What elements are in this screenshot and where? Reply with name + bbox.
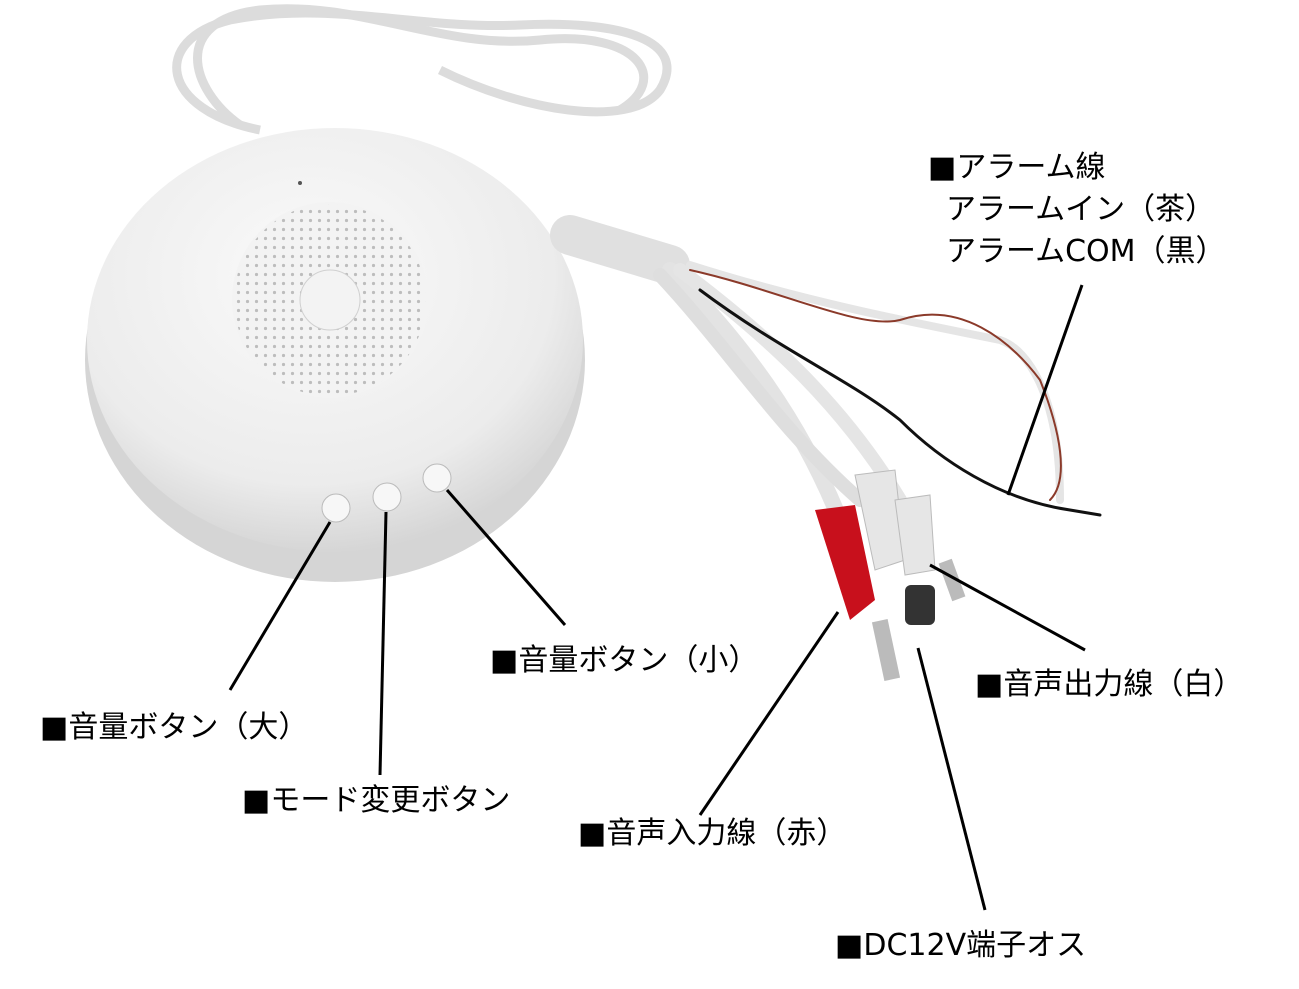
device-buttons — [321, 463, 452, 523]
volume-up-button — [321, 493, 351, 523]
alarm-wire-title: ■アラーム線 — [928, 150, 1106, 185]
rca-plugs — [815, 469, 966, 682]
speaker-body — [85, 128, 585, 582]
audio-out-label: ■音声出力線（白） — [975, 667, 1244, 702]
audio-in-label: ■音声入力線（赤） — [578, 816, 847, 851]
mode-button — [372, 482, 402, 512]
volume-up-label: ■音量ボタン（大） — [40, 710, 309, 745]
leader-lines — [228, 284, 1086, 911]
alarm-in-label: アラームイン（茶） — [946, 192, 1216, 227]
mode-change-label: ■モード変更ボタン — [242, 783, 511, 818]
volume-down-label: ■音量ボタン（小） — [490, 643, 759, 678]
cable-bundle — [550, 215, 1102, 528]
dc12v-label: ■DC12V端子オス — [835, 928, 1087, 963]
power-cable-coil — [172, 4, 672, 135]
alarm-com-label: アラームCOM（黒） — [946, 234, 1226, 269]
volume-down-button — [422, 463, 452, 493]
